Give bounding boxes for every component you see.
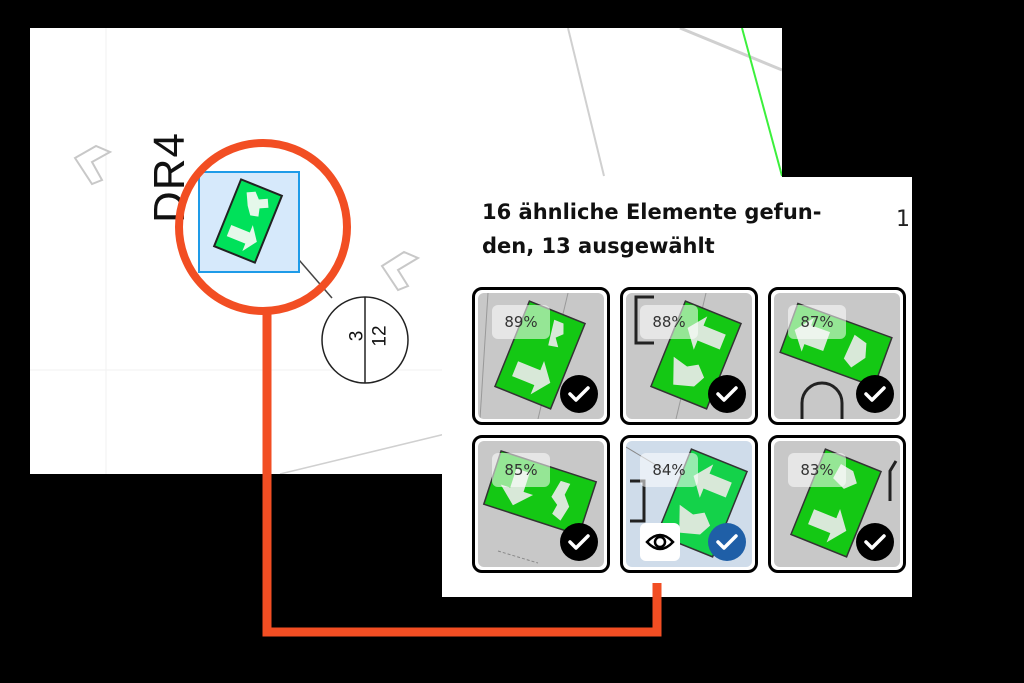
exit-sign-icon (212, 178, 284, 264)
check-icon[interactable] (856, 375, 894, 413)
panel-title: 16 ähnliche Elemente gefun- den, 13 ausg… (482, 195, 862, 263)
similar-element-tile[interactable]: 89% (472, 287, 610, 425)
similarity-badge: 88% (640, 305, 698, 339)
bubble-left-value: 3 (346, 330, 368, 342)
direction-chevron-icon (73, 144, 421, 292)
similar-elements-panel: 16 ähnliche Elemente gefun- den, 13 ausg… (442, 177, 912, 597)
similarity-badge: 84% (640, 453, 698, 487)
similar-element-tile[interactable]: 85% (472, 435, 610, 573)
panel-edge-text: 1 (896, 207, 910, 232)
room-label: DR4 (145, 131, 194, 223)
similar-element-tile[interactable]: 83% (768, 435, 906, 573)
check-icon[interactable] (560, 375, 598, 413)
similarity-badge: 87% (788, 305, 846, 339)
similarity-badge: 85% (492, 453, 550, 487)
check-icon[interactable] (560, 523, 598, 561)
similar-element-tile-active[interactable]: 84% (620, 435, 758, 573)
check-icon[interactable] (708, 523, 746, 561)
check-icon[interactable] (708, 375, 746, 413)
similar-elements-grid: 89% 88% 87% (472, 287, 906, 573)
check-icon[interactable] (856, 523, 894, 561)
similarity-badge: 89% (492, 305, 550, 339)
selected-element[interactable] (198, 171, 300, 273)
similarity-badge: 83% (788, 453, 846, 487)
eye-icon[interactable] (640, 523, 680, 561)
bubble-right-value: 12 (369, 325, 391, 347)
similar-element-tile[interactable]: 88% (620, 287, 758, 425)
exit-sign-thumbnail-icon (634, 293, 743, 419)
panel-title-line-1: 16 ähnliche Elemente gefun- (482, 200, 822, 224)
similar-element-tile[interactable]: 87% (768, 287, 906, 425)
panel-title-line-2: den, 13 ausgewählt (482, 234, 715, 258)
